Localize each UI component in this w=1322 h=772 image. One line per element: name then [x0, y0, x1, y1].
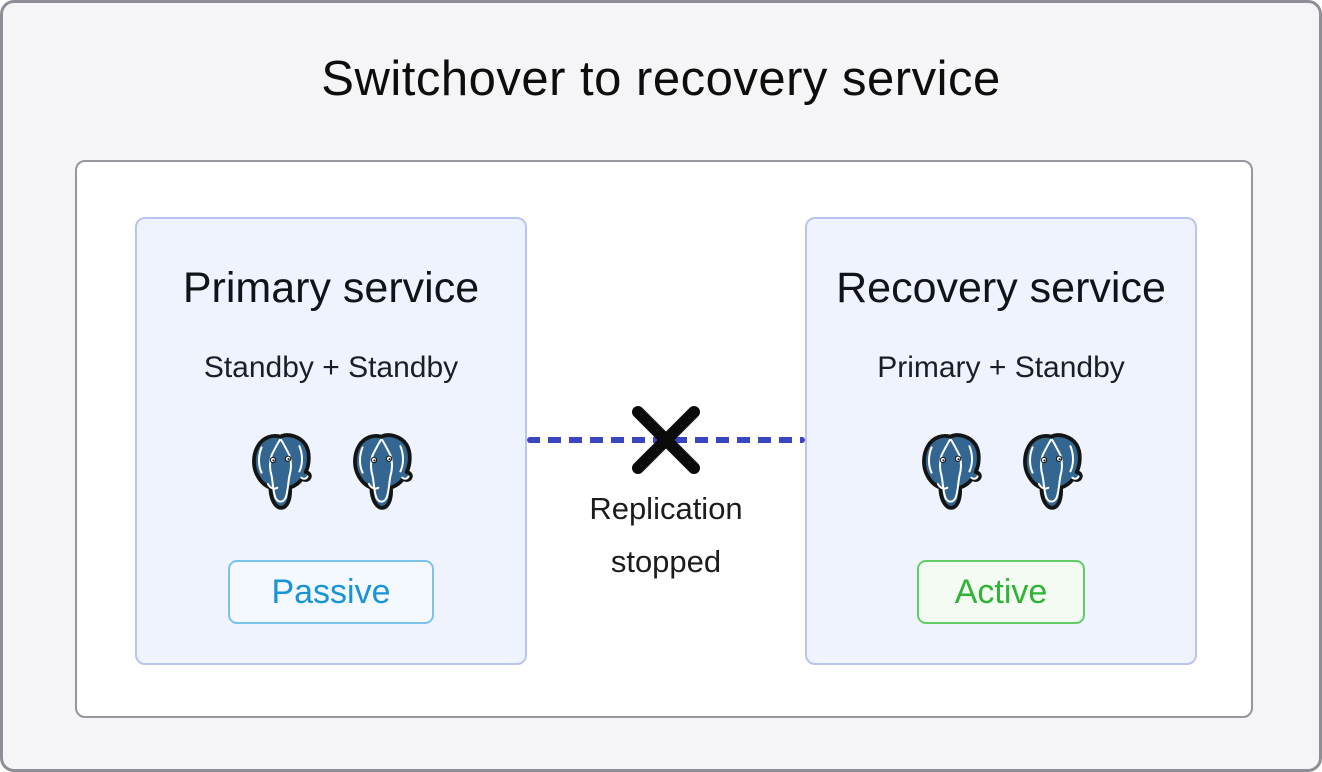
- replication-stopped-label: Replication stopped: [516, 482, 816, 588]
- card-subtitle: Standby + Standby: [203, 351, 459, 384]
- status-badge-passive: Passive: [228, 560, 434, 624]
- postgresql-elephant-icon: [353, 433, 413, 510]
- database-icons-row: [919, 432, 1083, 512]
- primary-service-card: Primary service Standby + Standby Passiv…: [135, 217, 527, 665]
- recovery-service-card: Recovery service Primary + Standby Activ…: [805, 217, 1197, 665]
- postgresql-elephant-icon: [1023, 433, 1083, 510]
- card-title: Primary service: [182, 264, 480, 312]
- card-title: Recovery service: [836, 264, 1166, 312]
- status-badge-label: Passive: [271, 572, 391, 611]
- database-icons-row: [249, 432, 413, 512]
- card-subtitle: Primary + Standby: [877, 351, 1125, 384]
- replication-label-line2: stopped: [610, 544, 722, 579]
- status-badge-label: Active: [954, 572, 1048, 611]
- x-cross-icon: [632, 406, 700, 474]
- diagram-panel: Primary service Standby + Standby Passiv…: [75, 160, 1253, 718]
- postgresql-elephant-icon: [922, 433, 982, 510]
- replication-label-line1: Replication: [589, 491, 743, 526]
- diagram-title: Switchover to recovery service: [321, 52, 1001, 106]
- postgresql-elephant-icon: [252, 433, 312, 510]
- status-badge-active: Active: [916, 560, 1086, 624]
